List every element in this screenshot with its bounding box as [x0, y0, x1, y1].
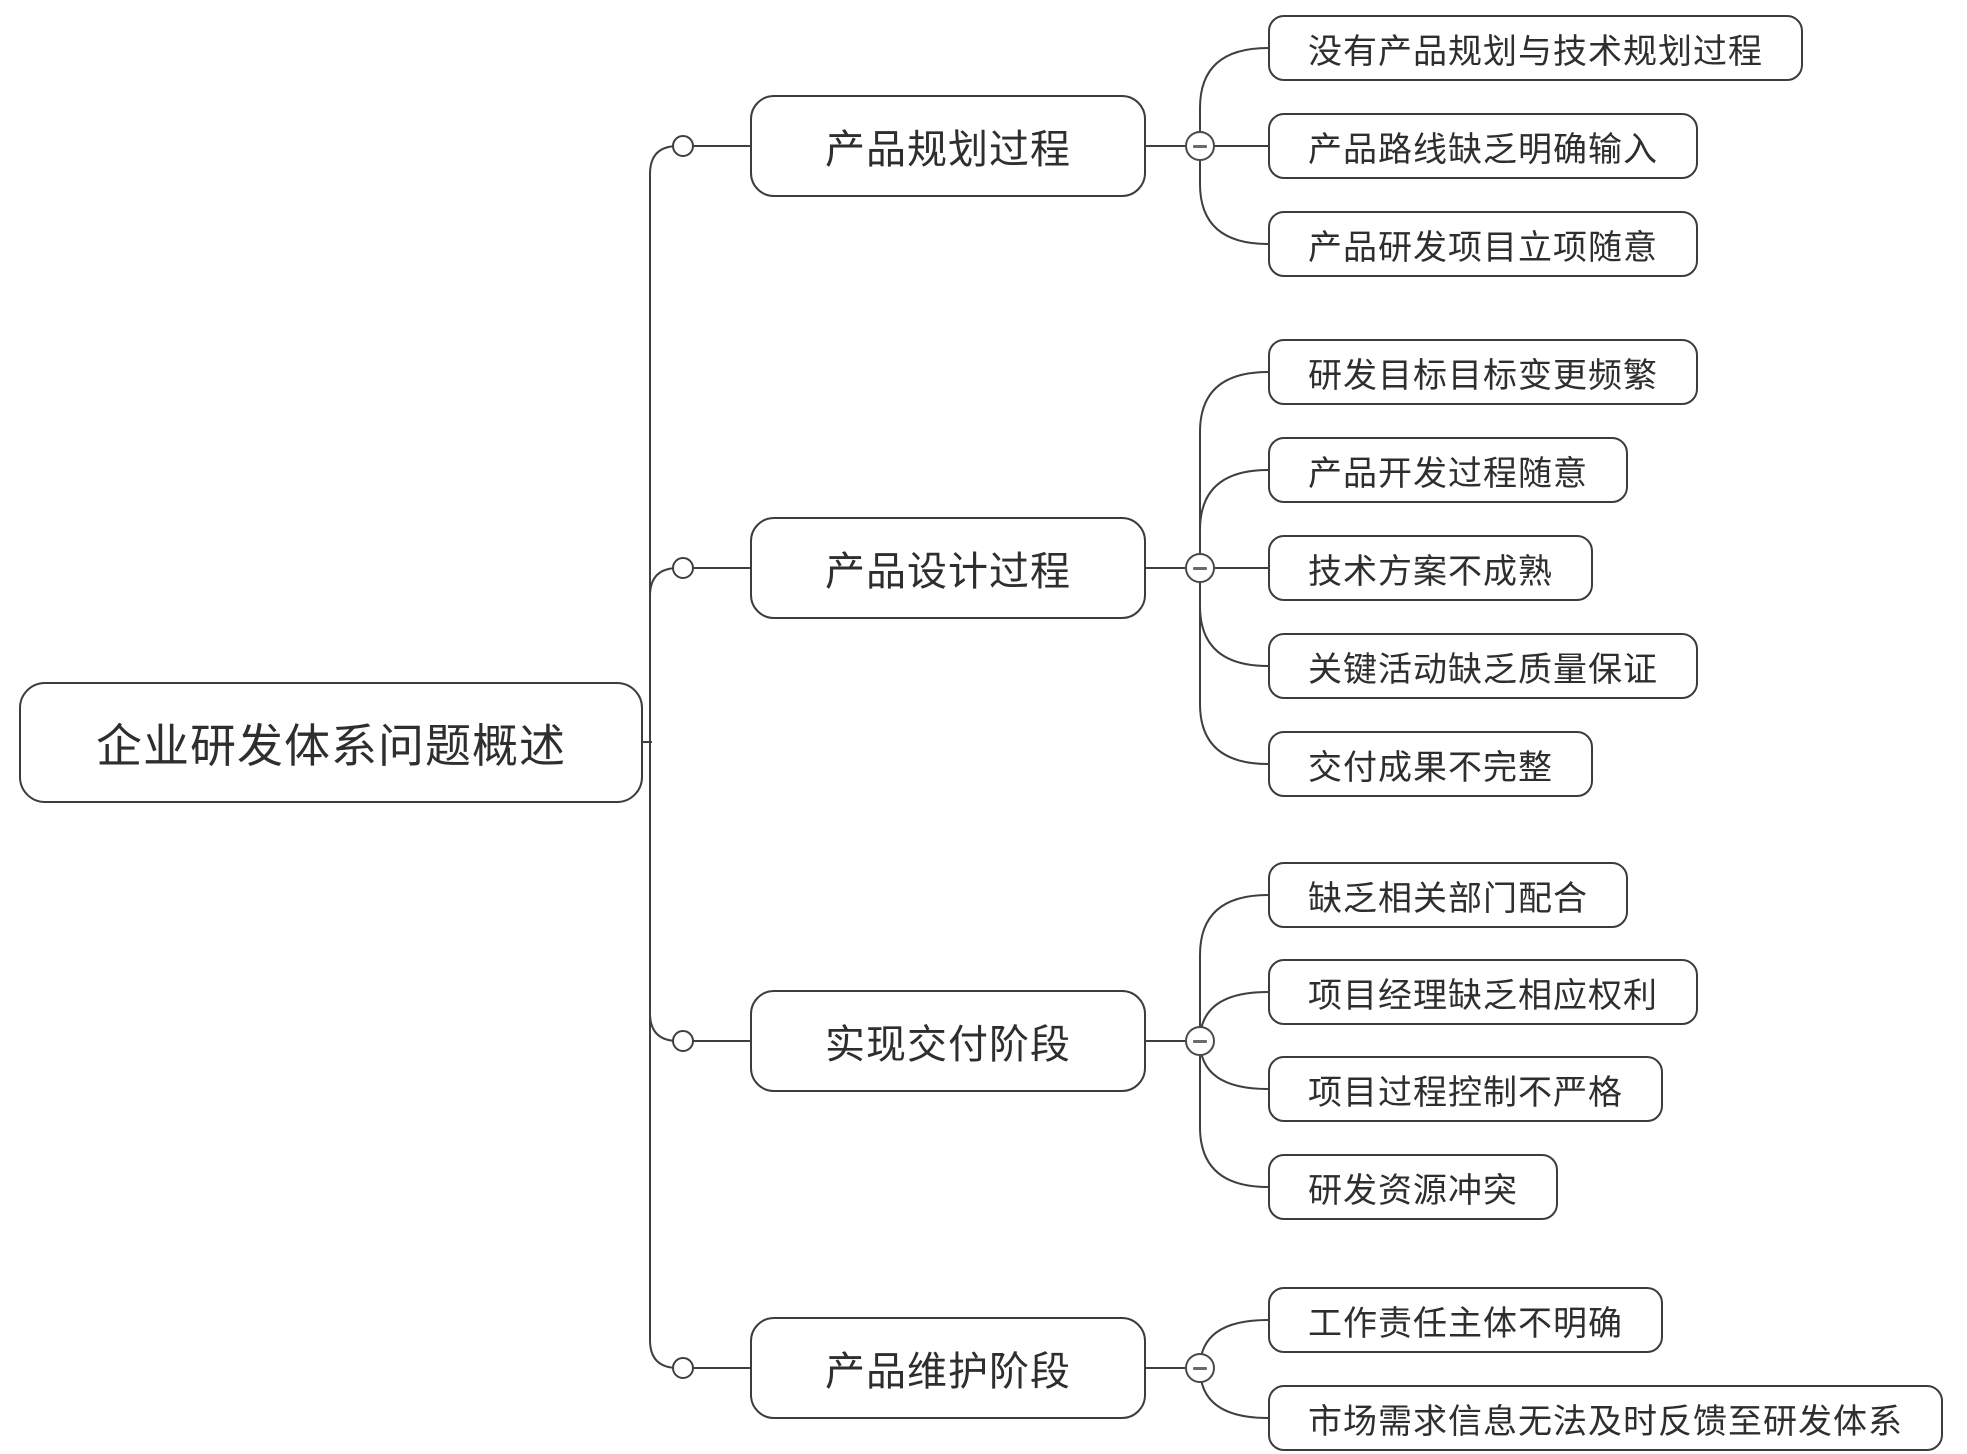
- connector-branch-2: [649, 567, 750, 742]
- connector-child-3-4: [1199, 1041, 1269, 1188]
- minus-icon: [1193, 1039, 1207, 1043]
- connector-branch-4: [649, 742, 750, 1369]
- connector-child-2-2: [1199, 469, 1269, 568]
- junction-dot-3: [672, 1030, 694, 1052]
- child-node[interactable]: 产品开发过程随意: [1268, 437, 1628, 503]
- child-node[interactable]: 工作责任主体不明确: [1268, 1287, 1663, 1353]
- child-node[interactable]: 研发资源冲突: [1268, 1154, 1558, 1220]
- minus-icon: [1193, 144, 1207, 148]
- connector-branch-1: [649, 145, 750, 742]
- collapse-button-2[interactable]: [1185, 553, 1215, 583]
- junction-dot-1: [672, 135, 694, 157]
- connector-child-2-5: [1199, 568, 1269, 765]
- junction-dot-4: [672, 1357, 694, 1379]
- collapse-button-4[interactable]: [1185, 1353, 1215, 1383]
- child-node[interactable]: 技术方案不成熟: [1268, 535, 1593, 601]
- root-node[interactable]: 企业研发体系问题概述: [19, 682, 643, 803]
- branch-node-delivery-stage[interactable]: 实现交付阶段: [750, 990, 1146, 1092]
- connector-child-2-4: [1199, 568, 1269, 667]
- child-node[interactable]: 交付成果不完整: [1268, 731, 1593, 797]
- connector-child-3-1: [1199, 894, 1269, 1041]
- collapse-button-1[interactable]: [1185, 131, 1215, 161]
- child-node[interactable]: 产品路线缺乏明确输入: [1268, 113, 1698, 179]
- connector-branch-3: [649, 742, 750, 1042]
- branch-node-product-design[interactable]: 产品设计过程: [750, 517, 1146, 619]
- connector-child-1-3: [1199, 146, 1269, 245]
- child-node[interactable]: 市场需求信息无法及时反馈至研发体系: [1268, 1385, 1943, 1451]
- child-node[interactable]: 没有产品规划与技术规划过程: [1268, 15, 1803, 81]
- branch-node-maintenance-stage[interactable]: 产品维护阶段: [750, 1317, 1146, 1419]
- minus-icon: [1193, 1366, 1207, 1370]
- connector-child-1-1: [1199, 47, 1269, 146]
- collapse-button-3[interactable]: [1185, 1026, 1215, 1056]
- child-node[interactable]: 项目经理缺乏相应权利: [1268, 959, 1698, 1025]
- branch-node-product-planning[interactable]: 产品规划过程: [750, 95, 1146, 197]
- junction-dot-2: [672, 557, 694, 579]
- minus-icon: [1193, 566, 1207, 570]
- child-node[interactable]: 缺乏相关部门配合: [1268, 862, 1628, 928]
- child-node[interactable]: 研发目标目标变更频繁: [1268, 339, 1698, 405]
- child-node[interactable]: 项目过程控制不严格: [1268, 1056, 1663, 1122]
- child-node[interactable]: 产品研发项目立项随意: [1268, 211, 1698, 277]
- child-node[interactable]: 关键活动缺乏质量保证: [1268, 633, 1698, 699]
- connector-child-2-1: [1199, 371, 1269, 568]
